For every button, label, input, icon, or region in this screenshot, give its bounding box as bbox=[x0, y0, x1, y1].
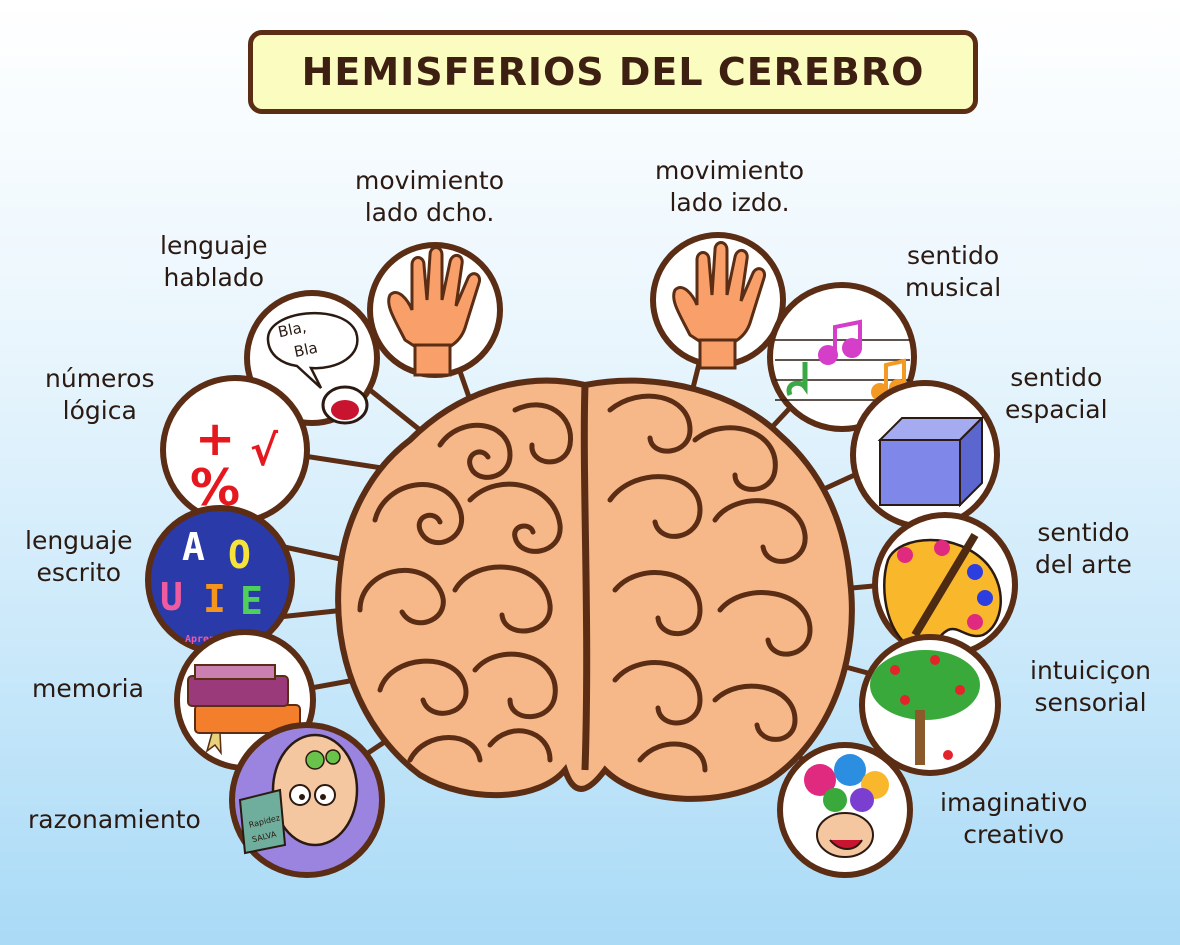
page-title: HEMISFERIOS DEL CEREBRO bbox=[301, 50, 925, 94]
vowel-e: E bbox=[240, 579, 263, 623]
label-right-art: sentido del arte bbox=[1035, 517, 1132, 581]
cube-icon bbox=[877, 415, 985, 508]
label-right-spatial: sentido espacial bbox=[1005, 362, 1108, 426]
label-line: intuiciçon bbox=[1030, 656, 1151, 685]
label-right-movement: movimiento lado izdo. bbox=[655, 155, 804, 219]
label-line: escrito bbox=[36, 558, 122, 587]
vowel-o: O bbox=[228, 533, 251, 577]
thinking-man-icon: Rapidez SALVA bbox=[238, 733, 359, 855]
label-line: lenguaje bbox=[160, 231, 268, 260]
circle-right-imagination bbox=[777, 742, 913, 878]
label-line: del arte bbox=[1035, 550, 1132, 579]
label-line: imaginativo bbox=[940, 788, 1088, 817]
bubble-text-2: Bla bbox=[292, 339, 319, 362]
circle-right-movement bbox=[650, 232, 786, 370]
circle-right-spatial bbox=[850, 380, 1000, 530]
label-line: espacial bbox=[1005, 395, 1108, 424]
label-line: lógica bbox=[62, 396, 137, 425]
label-right-intuition: intuiciçon sensorial bbox=[1030, 655, 1151, 719]
creative-kid-icon bbox=[804, 754, 889, 858]
circle-left-reasoning: Rapidez SALVA bbox=[229, 722, 385, 878]
label-line: creativo bbox=[963, 820, 1065, 849]
label-line: lado dcho. bbox=[364, 198, 495, 227]
circle-right-music bbox=[767, 282, 917, 432]
label-left-spoken: lenguaje hablado bbox=[160, 230, 268, 294]
label-line: números bbox=[45, 364, 155, 393]
apple-tree-icon bbox=[870, 650, 980, 765]
brain-illustration bbox=[335, 377, 855, 802]
label-line: lado izdo. bbox=[669, 188, 790, 217]
bubble-text-1: Bla, bbox=[276, 318, 308, 342]
label-line: sentido bbox=[1037, 518, 1130, 547]
hand-icon bbox=[387, 246, 482, 377]
label-right-music: sentido musical bbox=[905, 240, 1001, 304]
vowel-u: U bbox=[160, 575, 183, 619]
circle-left-numbers: + √ % bbox=[160, 375, 310, 525]
root-symbol: √ bbox=[250, 426, 279, 475]
palette-brush-icon bbox=[883, 532, 1002, 653]
label-line: movimiento bbox=[355, 166, 505, 195]
circle-left-written: A O U I E Aprendemos las bbox=[145, 505, 295, 655]
label-left-written: lenguaje escrito bbox=[25, 525, 133, 589]
label-line: hablado bbox=[163, 263, 264, 292]
hand-icon bbox=[672, 241, 767, 370]
circle-right-art bbox=[872, 512, 1018, 658]
math-symbols-icon: + √ % bbox=[190, 411, 279, 517]
label-line: lenguaje bbox=[25, 526, 133, 555]
speech-bubble-icon: Bla, Bla bbox=[266, 311, 369, 425]
circle-left-movement bbox=[367, 242, 503, 378]
books-icon bbox=[187, 664, 301, 756]
label-line: sensorial bbox=[1034, 688, 1147, 717]
label-left-memory: memoria bbox=[32, 674, 144, 703]
label-line: musical bbox=[905, 273, 1002, 302]
label-line: sentido bbox=[907, 241, 1000, 270]
label-left-movement: movimiento lado dcho. bbox=[355, 165, 504, 229]
plus-symbol: + bbox=[195, 411, 235, 467]
title-banner: HEMISFERIOS DEL CEREBRO bbox=[248, 30, 978, 114]
brain-folds bbox=[357, 393, 813, 773]
vowel-a: A bbox=[182, 525, 205, 569]
label-line: movimiento bbox=[655, 156, 805, 185]
label-right-imagination: imaginativo creativo bbox=[940, 787, 1087, 851]
circle-right-intuition bbox=[859, 634, 1001, 776]
label-line: sentido bbox=[1010, 363, 1103, 392]
label-left-numbers: números lógica bbox=[45, 363, 154, 427]
vowel-i: I bbox=[203, 577, 226, 621]
label-left-reasoning: razonamiento bbox=[28, 805, 201, 834]
